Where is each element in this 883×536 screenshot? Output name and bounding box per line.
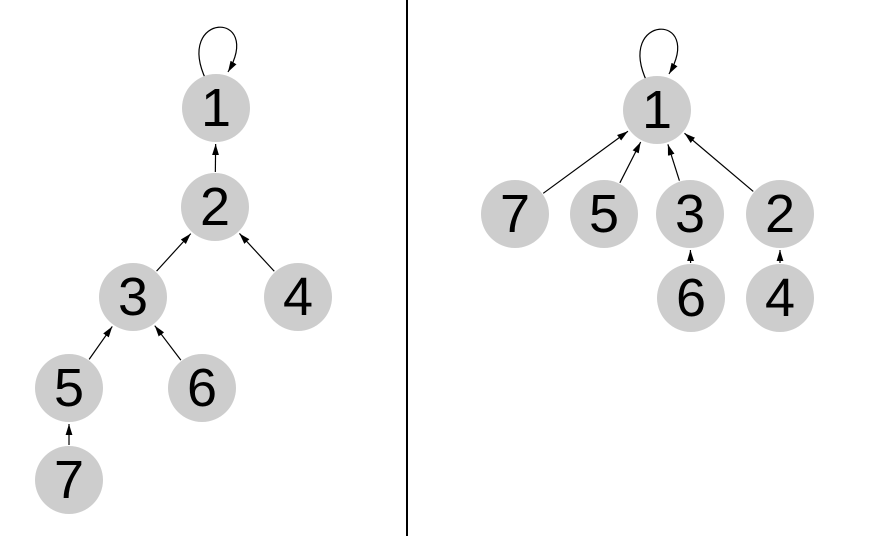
node-circle [99,263,167,331]
node-circle [35,446,103,514]
node-label: 6 [187,358,217,418]
node-label: 3 [675,184,705,244]
node-label: 5 [589,184,619,244]
node-circle [746,264,814,332]
left-graph-node-1: 1 [182,74,250,142]
right-graph-node-6: 6 [657,264,725,332]
node-label: 1 [201,78,231,138]
node-circle [168,354,236,422]
right-graph-edge-7-1 [542,130,629,194]
left-graph-node-2: 2 [181,173,249,241]
node-label: 7 [500,184,530,244]
node-label: 4 [283,267,313,327]
right-graph-edge-2-1 [684,132,754,192]
node-label: 3 [118,267,148,327]
node-circle [264,263,332,331]
node-label: 7 [54,450,84,510]
right-graph-node-3: 3 [656,180,724,248]
node-label: 1 [642,80,672,140]
node-circle [182,74,250,142]
node-circle [656,180,724,248]
left-graph-node-6: 6 [168,354,236,422]
left-graph-edge-4-2 [238,233,275,272]
node-label: 6 [676,268,706,328]
node-circle [746,180,814,248]
node-circle [181,173,249,241]
node-label: 4 [765,268,795,328]
right-graph-edge-3-1 [667,144,680,181]
right-graph-node-5: 5 [570,180,638,248]
left-graph-node-4: 4 [264,263,332,331]
left-graph-edge-6-3 [154,325,182,361]
node-label: 2 [200,177,230,237]
left-graph-node-7: 7 [35,446,103,514]
left-graph-edge-3-2 [156,233,192,272]
node-circle [657,264,725,332]
right-graph-edge-5-1 [619,141,642,184]
node-label: 2 [765,184,795,244]
left-graph-node-5: 5 [35,354,103,422]
right-graph-self-loop-1 [639,28,679,83]
right-graph-node-1: 1 [623,76,691,144]
right-graph-node-2: 2 [746,180,814,248]
node-circle [35,354,103,422]
right-graph-node-4: 4 [746,264,814,332]
left-graph-node-3: 3 [99,263,167,331]
node-label: 5 [54,358,84,418]
left-graph-self-loop-1 [198,26,238,81]
node-circle [481,180,549,248]
node-circle [570,180,638,248]
node-circle [623,76,691,144]
left-graph-edge-5-3 [88,326,113,360]
right-graph-node-7: 7 [481,180,549,248]
